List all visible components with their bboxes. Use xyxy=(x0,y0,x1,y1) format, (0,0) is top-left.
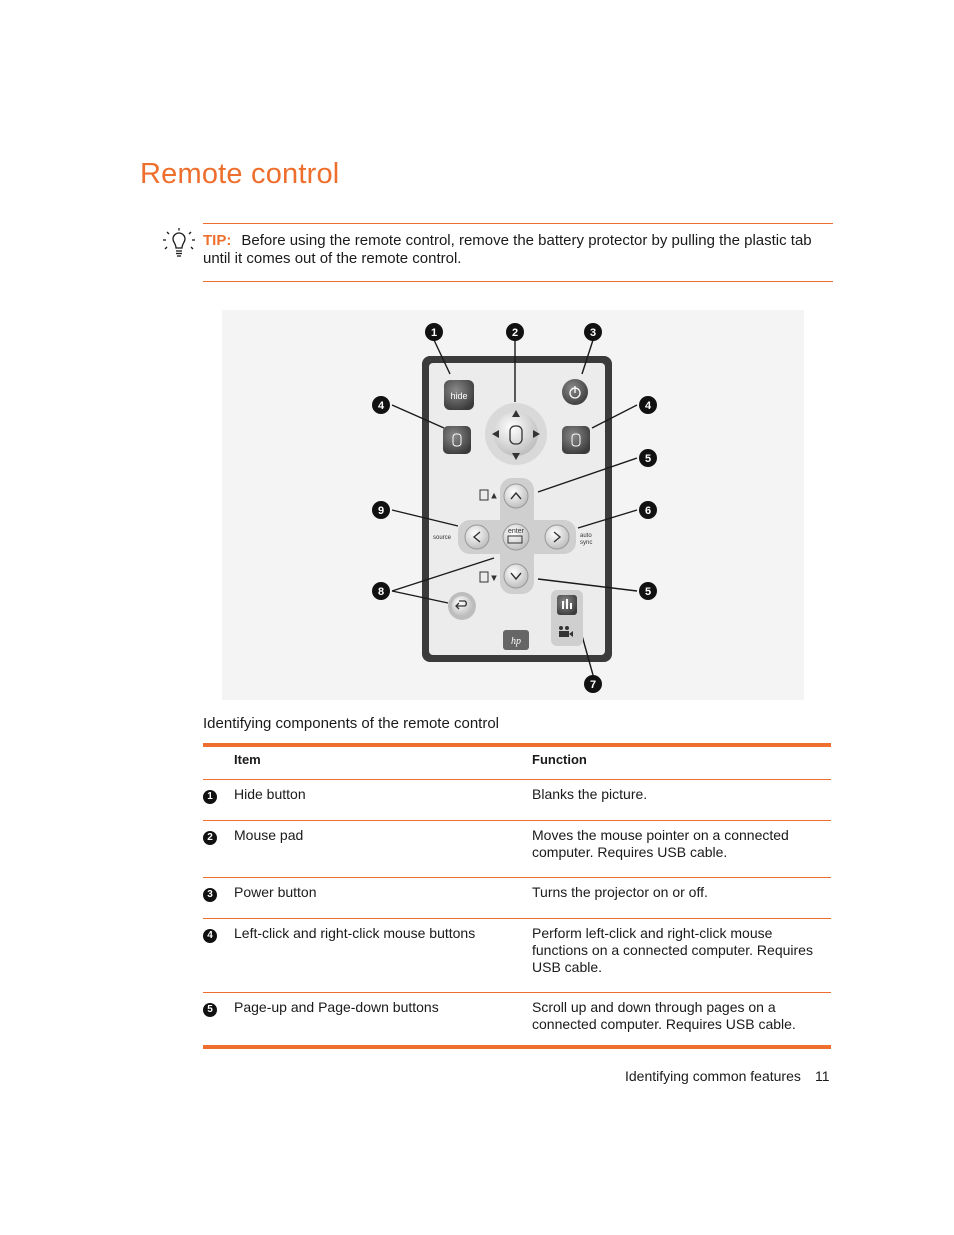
row-function: Moves the mouse pointer on a connected c… xyxy=(532,820,831,878)
page-up-button xyxy=(503,483,529,509)
row-function: Scroll up and down through pages on a co… xyxy=(532,999,796,1032)
table-row: 3 Power button Turns the projector on or… xyxy=(203,877,831,919)
back-button xyxy=(448,592,476,620)
figure-caption: Identifying components of the remote con… xyxy=(203,715,500,732)
footer-section-title: Identifying common features xyxy=(625,1068,801,1084)
tip-top-rule xyxy=(203,223,833,224)
svg-text:1: 1 xyxy=(431,327,437,339)
remote-control-figure: hide enter xyxy=(222,310,804,700)
page-icons xyxy=(479,489,497,583)
tip-text: TIP:Before using the remote control, rem… xyxy=(203,232,831,268)
row-function: Perform left-click and right-click mouse… xyxy=(532,918,831,993)
source-button xyxy=(464,524,490,550)
hide-button: hide xyxy=(444,380,474,410)
video-icon xyxy=(559,626,563,630)
left-click-button xyxy=(443,426,471,454)
header-item: Item xyxy=(234,745,532,780)
table-row: 4 Left-click and right-click mouse butto… xyxy=(203,918,831,993)
row-number-badge: 2 xyxy=(203,831,217,845)
svg-text:5: 5 xyxy=(645,586,651,598)
sync-label: sync xyxy=(580,540,592,546)
mouse-pad xyxy=(485,403,547,465)
tip-bottom-rule xyxy=(203,281,833,282)
page-down-button xyxy=(503,563,529,589)
svg-text:2: 2 xyxy=(512,327,518,339)
components-table: Item Function 1 Hide button Blanks the p… xyxy=(203,743,831,1049)
tip-label: TIP: xyxy=(203,232,232,249)
mouse-icon xyxy=(509,425,523,445)
page-title: Remote control xyxy=(140,158,340,190)
row-number-badge: 1 xyxy=(203,790,217,804)
chart-icon xyxy=(562,601,564,609)
row-number-badge: 3 xyxy=(203,888,217,902)
svg-text:hp: hp xyxy=(511,636,521,647)
enter-label: enter xyxy=(508,528,525,535)
row-item: Left-click and right-click mouse buttons xyxy=(234,918,532,993)
callout-badges: 1 2 3 4 4 5 9 6 8 5 7 xyxy=(372,323,657,693)
lightbulb-icon xyxy=(163,228,195,257)
header-num xyxy=(203,745,234,780)
table-row: 1 Hide button Blanks the picture. xyxy=(203,779,831,821)
svg-text:3: 3 xyxy=(590,327,596,339)
svg-text:7: 7 xyxy=(590,679,596,691)
tip-body: Before using the remote control, remove … xyxy=(203,232,812,267)
table-header-row: Item Function xyxy=(203,745,831,780)
row-number-badge: 4 xyxy=(203,929,217,943)
svg-text:5: 5 xyxy=(645,453,651,465)
svg-text:8: 8 xyxy=(378,586,384,598)
back-icon xyxy=(457,600,467,607)
row-item: Power button xyxy=(234,877,532,919)
table-row: 5 Page-up and Page-down buttons Scroll u… xyxy=(203,993,831,1048)
navigation-cluster: enter xyxy=(458,478,576,594)
leader-lines xyxy=(391,339,638,676)
row-function: Turns the projector on or off. xyxy=(532,877,831,919)
row-item: Hide button xyxy=(234,779,532,821)
right-click-button xyxy=(562,426,590,454)
power-button xyxy=(562,379,588,405)
source-label: source xyxy=(433,535,452,541)
auto-sync-button xyxy=(544,524,570,550)
table-row: 2 Mouse pad Moves the mouse pointer on a… xyxy=(203,820,831,878)
svg-text:4: 4 xyxy=(378,400,385,412)
hp-logo-icon: hp xyxy=(503,630,529,650)
row-function: Blanks the picture. xyxy=(532,779,831,821)
video-mode-button xyxy=(551,590,583,646)
row-item: Page-up and Page-down buttons xyxy=(234,999,439,1015)
row-number-badge: 5 xyxy=(203,1003,217,1017)
page-number: 11 xyxy=(815,1068,830,1084)
hide-label: hide xyxy=(450,391,467,401)
svg-text:4: 4 xyxy=(645,400,652,412)
header-function: Function xyxy=(532,745,831,780)
row-item: Mouse pad xyxy=(234,820,532,878)
svg-text:6: 6 xyxy=(645,505,651,517)
svg-text:9: 9 xyxy=(378,505,384,517)
auto-label: auto xyxy=(580,533,592,539)
